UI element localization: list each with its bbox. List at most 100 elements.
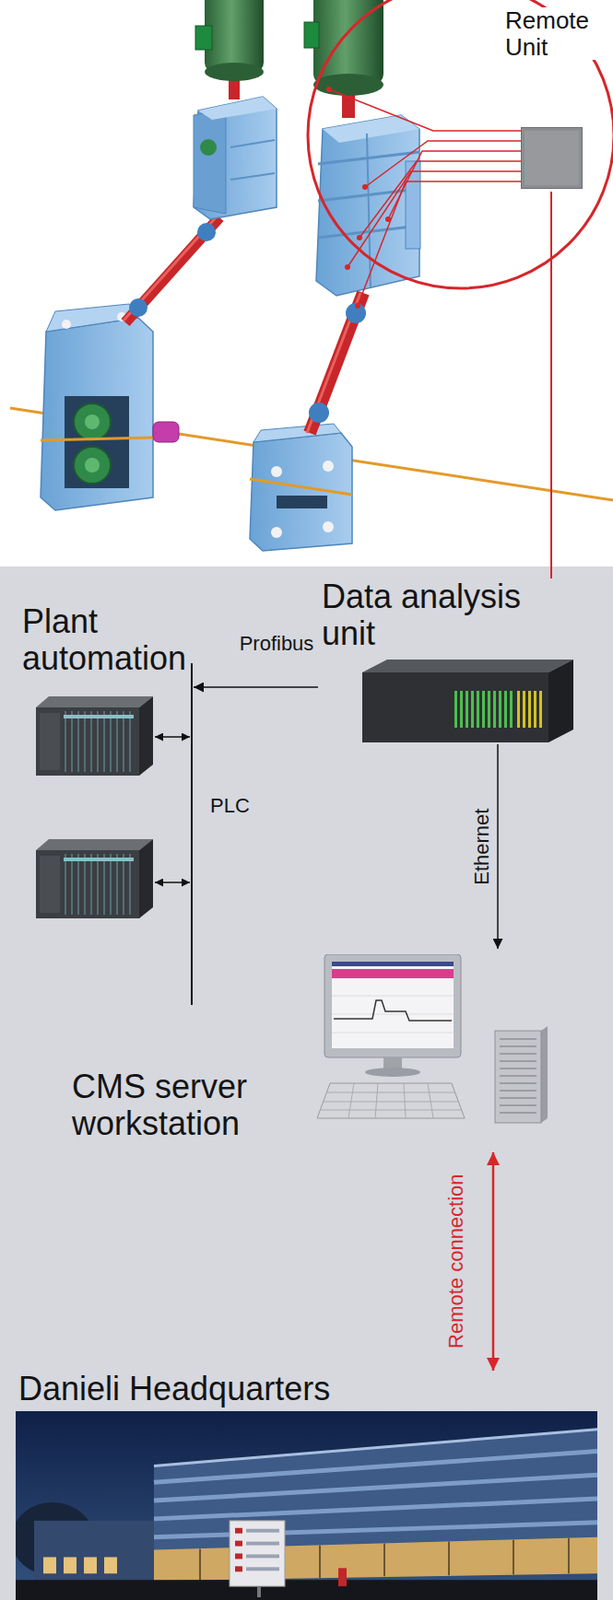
workstation-part-part [427,1084,434,1120]
plc-racks-part-part [39,713,60,771]
right-gearbox [316,115,421,296]
headquarters-photo-part-part [43,1557,57,1575]
left-motor [195,0,264,100]
sensor-points-part [326,86,332,93]
headquarters-photo [15,1412,598,1600]
remote-unit: Remote Unit [503,7,607,192]
headquarters-photo-part-part [235,1554,243,1560]
plc-racks [35,695,156,921]
left-stand-part [61,319,71,330]
workstation-part-part [331,1014,454,1016]
plc-racks-part-part-part [103,854,106,916]
workstation-part-part [331,996,454,998]
right-motor-part [313,73,384,96]
right-stand-part [249,479,353,496]
plc-racks-part-part-part [77,711,80,773]
analysis-rack-part-part [482,691,485,729]
guide-cylinder [153,422,179,443]
sensor-wires-part [347,171,521,268]
plc-racks-part-part-part [103,711,106,773]
headquarters-photo-part [15,1412,598,1600]
right-motor [304,0,384,118]
plc-racks-part-part-part [83,854,86,916]
workstation-part-part [319,1110,462,1112]
workstation-part [541,1026,548,1124]
node-heading: CMS server workstation [71,1069,284,1143]
sensor-points-part [356,235,363,241]
analysis-rack-part-part [509,691,513,729]
analysis-unit: Data analysis unit [318,578,577,745]
left-gearbox-part [193,108,226,214]
right-spindle [306,293,366,434]
right-stand-part [253,424,342,443]
sensor-points-part [362,184,368,190]
workstation-part [331,969,454,979]
workstation-part [331,962,454,967]
workstation-part [324,954,461,1059]
sensor-points-part [354,303,361,309]
left-motor-part [204,0,264,72]
plc-racks-part-part-part [90,711,93,773]
headquarters-photo-part [153,1452,598,1539]
left-stand-part [84,414,100,430]
analysis-rack-part [454,691,513,729]
analysis-rack-part-part [539,691,543,729]
connector [496,744,499,950]
headquarters-photo-part [43,1557,118,1575]
left-gearbox-part [230,140,275,148]
remote-unit-box-part [521,128,583,189]
workstation-part-part [403,1084,406,1120]
plc-racks-part-part [39,856,60,914]
right-stand-part [322,460,334,472]
left-stand-part [40,318,154,511]
node-heading: Plant automation [22,603,194,677]
headquarters-photo-part-part [383,1544,386,1579]
headquarters-photo-part [15,1580,598,1600]
node-heading: Data analysis unit [321,578,553,652]
plc-racks-part-part [35,707,140,777]
plc-racks-part-part [139,839,154,920]
right-motor-part [304,22,319,48]
plc-racks-part-part [139,696,154,777]
guide-cylinder-part [153,422,179,443]
headquarters-photo-part-part [104,1557,118,1575]
analysis-rack-part-part [476,691,480,729]
analysis-rack-part-part [454,691,458,729]
workstation-part [331,962,454,1050]
right-stand-part [271,527,283,539]
right-stand-part [276,495,328,509]
right-stand-part [322,521,334,533]
headquarters-photo-part-part [246,1530,280,1534]
workstation-part-part [499,1068,537,1071]
plc-racks-part-part [63,715,134,720]
workstation-part-part [499,1060,537,1063]
left-gearbox-part [200,139,217,156]
plc-racks-part-part-part [96,711,99,773]
left-stand-part [73,403,111,441]
left-gearbox-part [193,96,277,220]
headquarters-photo-part [153,1430,598,1468]
plc-racks-part-part-part [70,711,73,773]
workstation-part-part [326,1093,456,1095]
plc-racks-part-part [35,696,154,708]
plc-racks-part-part [65,711,130,773]
plc-racks-part-part-part [109,711,112,773]
analysis-rack-part-part [465,691,469,729]
headquarters-photo-part [153,1538,598,1583]
connector [550,191,553,579]
analysis-rack-part [362,672,549,743]
workstation-part-part [499,1105,537,1108]
left-motor-part [195,25,213,50]
headquarters-photo-part-part [63,1557,77,1575]
workstation [317,954,550,1154]
workstation-part [499,1039,537,1114]
left-stand-part [73,447,111,484]
remote-unit-box [520,127,583,189]
headquarters-photo-part-part [246,1543,280,1547]
plc-racks-part-part-part [109,854,112,916]
right-spindle-part [345,303,366,324]
workstation-part [319,1084,462,1120]
analysis-rack-part-part [459,691,463,729]
plc-racks-part [35,696,154,777]
plc-racks-part-part [63,858,134,862]
